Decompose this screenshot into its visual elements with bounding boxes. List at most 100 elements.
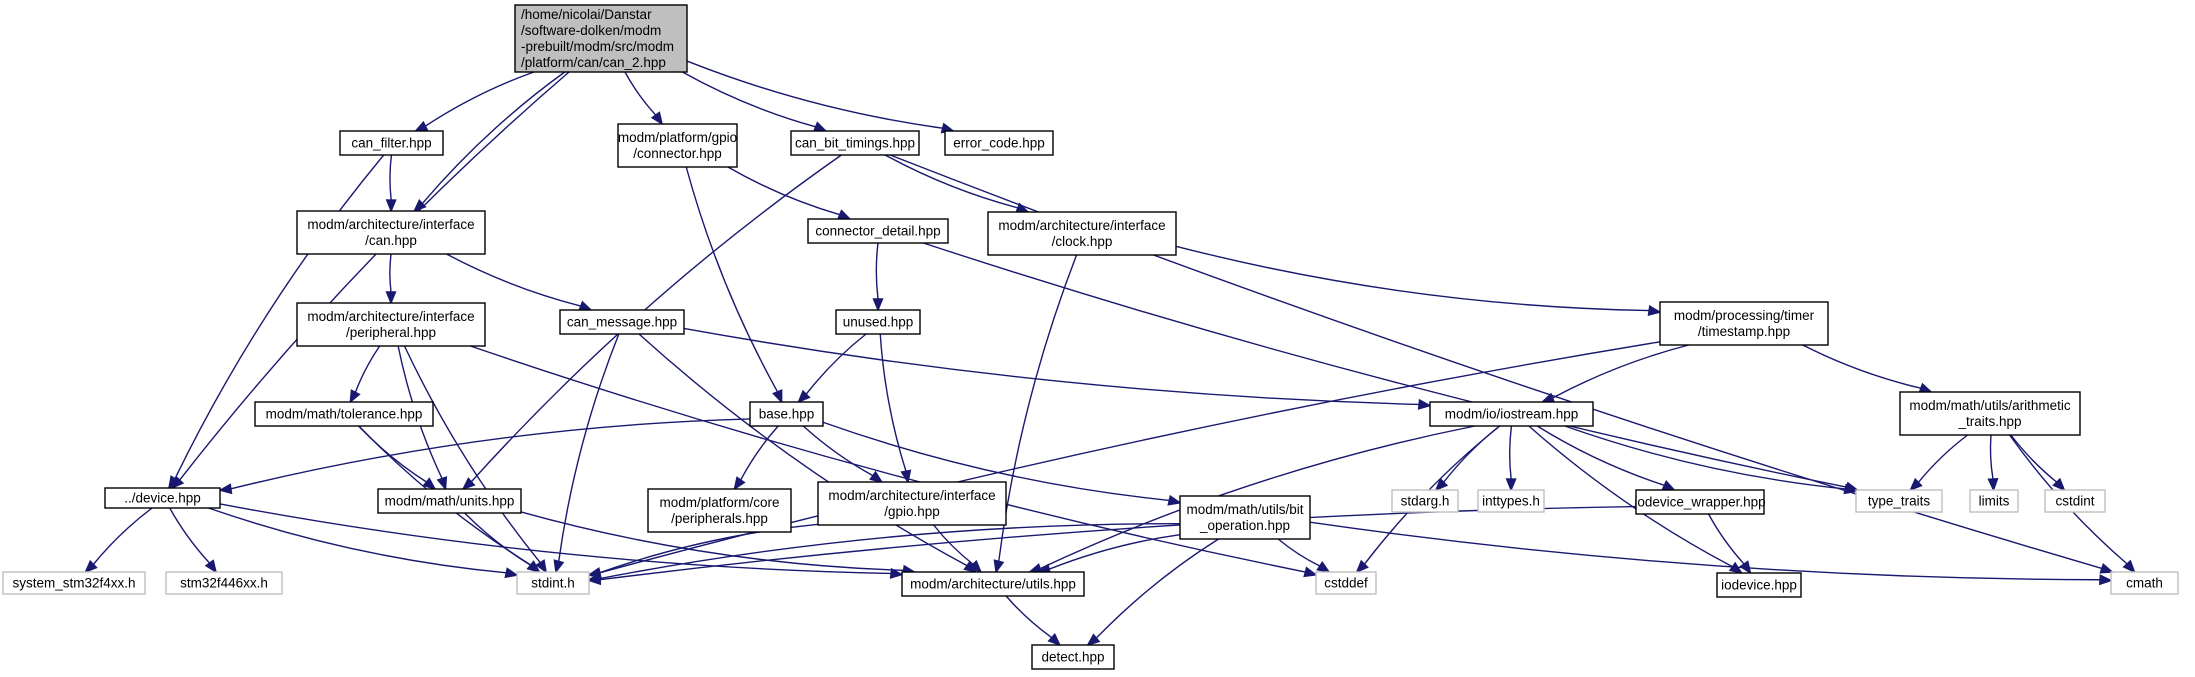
node-label: modm/math/utils/bit [1186,502,1303,517]
edge-line [1095,538,1219,639]
node-timestamp[interactable]: modm/processing/timer/timestamp.hpp [1659,301,1829,346]
arrowhead-icon [412,198,427,213]
arrowhead-icon [2099,562,2115,574]
node-label: cstdint [2055,493,2094,508]
edge-gpio_connector-to-base [685,166,783,404]
node-arithmetic[interactable]: modm/math/utils/arithmetic_traits.hpp [1899,391,2081,436]
edge-unused-to-arch_gpio [879,333,912,484]
node-connector-detail[interactable]: connector_detail.hpp [807,218,949,244]
edge-line [998,254,1078,562]
node-tolerance[interactable]: modm/math/tolerance.hpp [254,401,434,427]
node-iodevice-wrapper[interactable]: iodevice_wrapper.hpp [1634,489,1766,515]
node-label: ../device.hpp [124,490,201,505]
node-can-filter[interactable]: can_filter.hpp [339,130,444,156]
edge-connector_detail-to-type_traits [923,242,1860,493]
edge-line [933,524,974,565]
node-unused[interactable]: unused.hpp [835,309,921,335]
node-device[interactable]: ../device.hpp [104,487,221,509]
arrowhead-icon [2052,477,2066,492]
node-arch-can[interactable]: modm/architecture/interface/can.hpp [296,210,486,255]
edge-line [421,71,566,204]
edge-line [403,345,541,564]
arrowhead-icon [2122,559,2136,574]
node-type-traits: type_traits [1855,489,1943,513]
edge-can_message-to-arch_utils [638,333,978,574]
node-iostream[interactable]: modm/io/iostream.hpp [1429,401,1594,427]
node-core-periph[interactable]: modm/platform/core/peripherals.hpp [647,488,792,533]
node-label: iodevice.hpp [1721,577,1797,592]
node-label: type_traits [1868,493,1931,508]
node-iodevice[interactable]: iodevice.hpp [1716,572,1802,598]
node-arch-clock[interactable]: modm/architecture/interface/clock.hpp [987,211,1177,256]
node-root[interactable]: /home/nicolai/Danstar/software-dolken/mo… [514,4,688,73]
arrowhead-icon [385,291,397,305]
node-label: error_code.hpp [953,135,1045,150]
edge-line [1989,434,1994,480]
node-label: cmath [2126,575,2163,590]
edge-line [686,60,943,129]
node-can-message[interactable]: can_message.hpp [559,309,685,335]
edge-line [179,71,570,481]
node-box [617,123,738,168]
arrowhead-icon [1987,478,1999,492]
node-label: inttypes.h [1482,493,1540,508]
node-detect[interactable]: detect.hpp [1031,644,1115,670]
edge-line [1552,344,1689,399]
arrowhead-icon [900,469,912,484]
edge-can_filter-to-arch_can [385,154,397,213]
arrowhead-icon [733,476,746,491]
node-label: _traits.hpp [1957,414,2021,429]
arrowhead-icon [1167,494,1182,506]
edge-base-to-device [218,418,751,495]
edge-line [425,71,535,127]
node-box [516,571,590,595]
node-box [377,488,522,514]
edge-line [923,242,1847,488]
arrowhead-icon [889,567,904,579]
node-stdint: stdint.h [516,571,590,595]
edge-arch_can-to-can_message [446,253,593,311]
edge-line [1309,521,2101,581]
node-units[interactable]: modm/math/units.hpp [377,488,522,514]
node-box [1716,572,1802,598]
edge-device-to-stdint [208,507,519,579]
edge-root-to-gpio_connector [624,71,664,126]
arrowhead-icon [1909,477,1923,492]
edge-iostream-to-arch_utils [1027,425,1476,574]
edge-unused-to-base [797,333,867,404]
node-label: /gpio.hpp [884,504,940,519]
edge-arch_peripheral-to-tolerance [349,345,381,404]
node-error-code[interactable]: error_code.hpp [944,130,1054,156]
node-arch-utils[interactable]: modm/architecture/utils.hpp [901,571,1085,597]
edge-line [879,333,907,472]
edge-arch_clock-to-timestamp [1175,245,1662,316]
nodes-layer: /home/nicolai/Danstar/software-dolken/mo… [2,4,2179,670]
edge-line [683,327,1420,406]
node-box [296,210,486,255]
node-arch-peripheral[interactable]: modm/architecture/interface/peripheral.h… [296,302,486,347]
edge-line [174,154,385,480]
node-label: /clock.hpp [1052,234,1113,249]
edge-root-to-error_code [686,60,956,134]
node-base[interactable]: base.hpp [749,401,824,427]
node-cstdint: cstdint [2044,489,2106,513]
node-bit-operation[interactable]: modm/math/utils/bit_operation.hpp [1179,495,1311,540]
edge-units-to-stdint [464,512,541,574]
arrowhead-icon [869,470,884,484]
node-box [647,488,792,533]
edge-line [389,154,393,201]
node-arch-gpio[interactable]: modm/architecture/interface/gpio.hpp [817,481,1007,526]
edge-line [1802,344,1922,389]
edge-line [92,507,153,565]
node-can-bit-timings[interactable]: can_bit_timings.hpp [790,130,920,156]
node-box [835,309,921,335]
arrowhead-icon [526,560,541,574]
node-label: modm/processing/timer [1674,308,1815,323]
node-box [2,571,146,595]
node-gpio-connector[interactable]: modm/platform/gpio/connector.hpp [617,123,738,168]
edge-arithmetic-to-type_traits [1909,434,1969,492]
node-box [296,302,486,347]
edge-arch_peripheral-to-stdint [403,345,548,574]
arrowhead-icon [204,559,218,574]
node-box [1635,489,1765,515]
